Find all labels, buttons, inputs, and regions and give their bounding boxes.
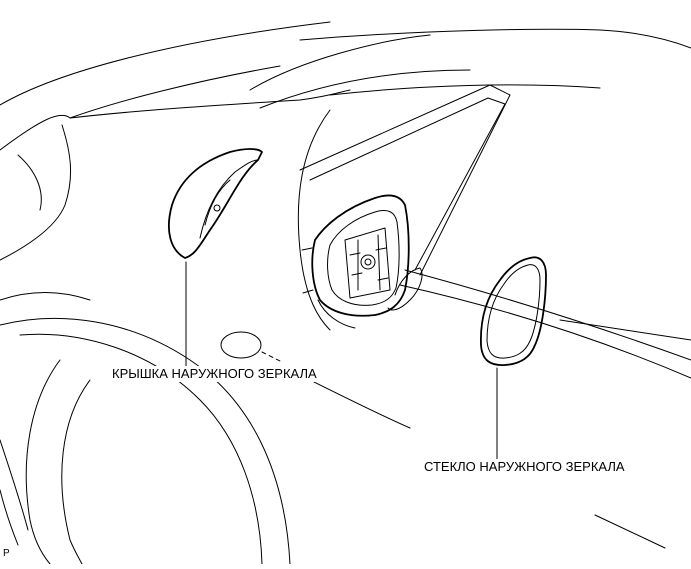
tire-2: [61, 379, 91, 565]
a-pillar-outer: [299, 84, 511, 276]
cowl-line: [249, 34, 431, 91]
leader-lines: [185, 261, 498, 461]
mirror-glass-label: СТЕКЛО НАРУЖНОГО ЗЕРКАЛА: [422, 459, 627, 475]
wheel-arch-outer: [0, 317, 291, 565]
mirror-connector: [317, 299, 356, 329]
side-marker: [220, 331, 262, 359]
fender: [0, 109, 666, 565]
actuator-detail-1: [349, 247, 389, 281]
car-body-outline: [0, 21, 691, 261]
windshield-top: [259, 69, 471, 109]
rocker-line: [594, 514, 666, 549]
explosion-lines: [261, 351, 283, 363]
mirror-cover-rim: [199, 159, 259, 239]
window-frame: [299, 84, 691, 379]
a-pillar-inner: [309, 97, 506, 271]
window-sill: [404, 269, 691, 361]
hood-line-1: [0, 21, 331, 106]
mirror-glass-part: [480, 256, 547, 366]
corner-code: P: [3, 548, 10, 559]
side-crease: [299, 374, 411, 429]
roof-edge: [299, 28, 691, 49]
bumper-line: [0, 489, 19, 546]
mirror-cover-outline: [168, 148, 263, 259]
mirror-glass-inner: [486, 264, 541, 359]
hood-line-3: [0, 124, 72, 261]
fender-edge: [297, 109, 331, 331]
mirror-cover-part: [168, 148, 263, 259]
tire-1: [25, 359, 61, 565]
tire-3: [0, 439, 29, 531]
fender-front: [0, 292, 91, 301]
mirror-cover-label: КРЫШКА НАРУЖНОГО ЗЕРКАЛА: [110, 366, 319, 382]
dash-line-1: [261, 351, 283, 363]
hood-line-4: [17, 154, 42, 211]
mirror-stud-2: [302, 289, 314, 294]
mirror-base: [387, 267, 423, 311]
mirror-cover-inner: [204, 179, 231, 226]
wheel-arch-inner: [19, 333, 263, 565]
mirror-assembly: [301, 194, 423, 329]
mirror-housing-outline: [311, 194, 410, 317]
mirror-actuator: [344, 227, 391, 299]
mirror-housing-inner: [327, 209, 400, 306]
actuator-detail-2: [357, 234, 381, 291]
mirror-stud-1: [301, 247, 313, 251]
mirror-glass-outline: [480, 256, 547, 366]
cover-clip: [213, 204, 221, 212]
hood-crease: [69, 89, 351, 119]
actuator-pivot-inner: [364, 258, 372, 266]
roof-edge-2: [329, 84, 601, 96]
hood-line-2: [0, 65, 281, 151]
actuator-pivot: [360, 254, 376, 270]
door-line: [559, 319, 691, 341]
